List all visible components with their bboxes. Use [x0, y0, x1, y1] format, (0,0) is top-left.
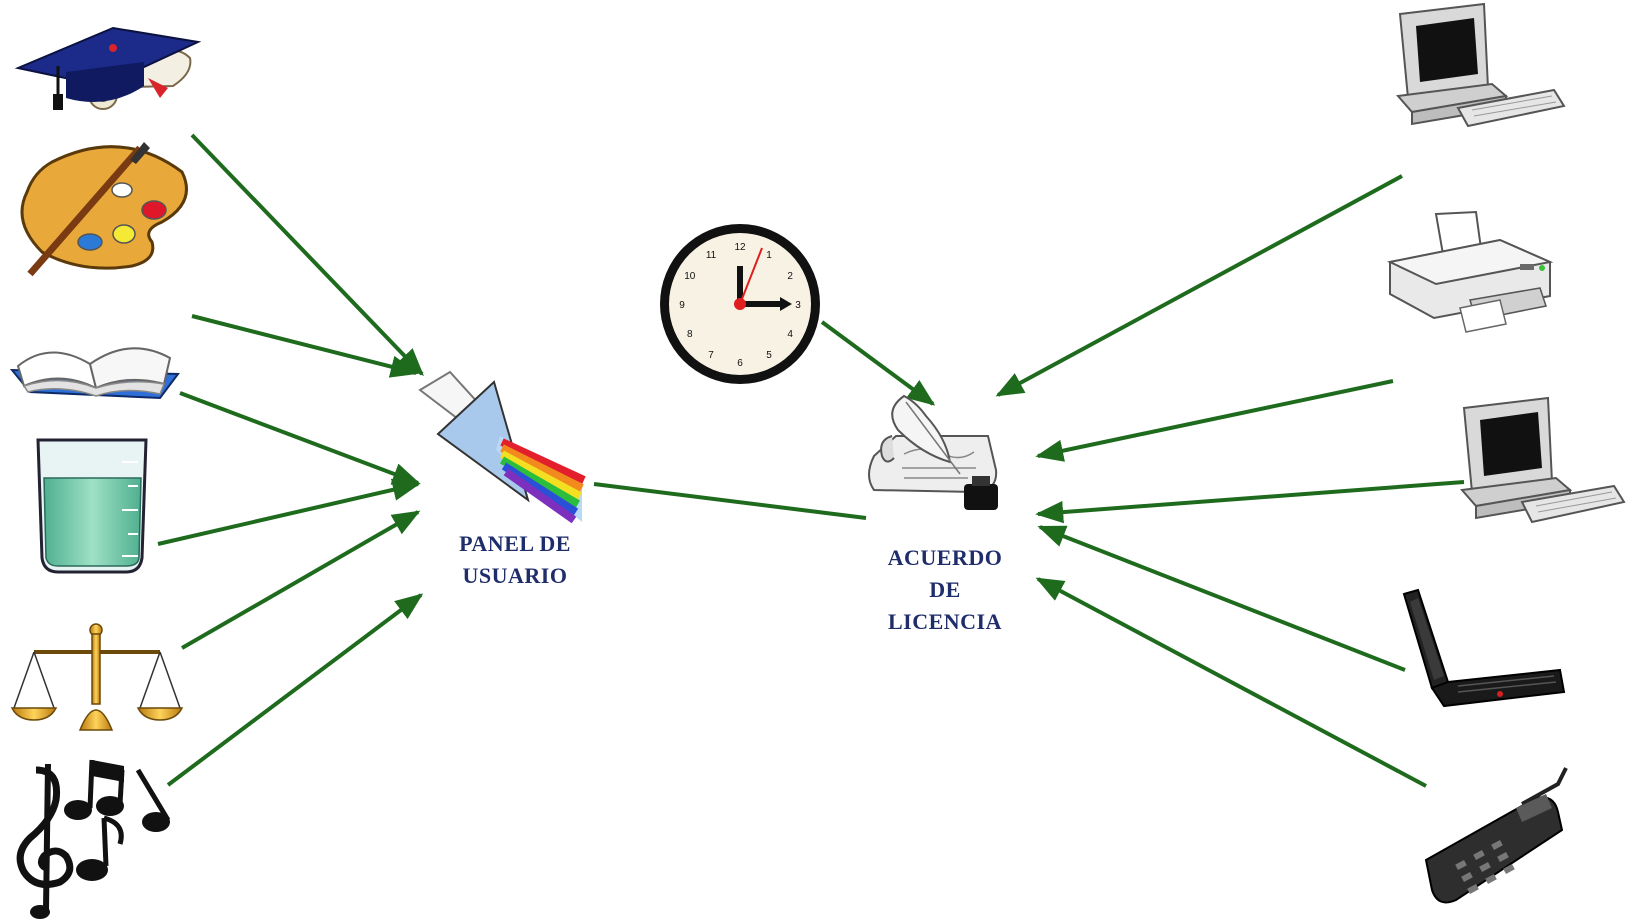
- arrow-computer1-to-license: [995, 174, 1403, 397]
- balance-scale-icon: [10, 623, 184, 731]
- arrow-phone-to-license: [1035, 577, 1427, 788]
- music-notes-icon: [16, 759, 171, 919]
- arrow-laptop-to-license: [1037, 525, 1406, 672]
- acuerdo-label-line-1: ACUERDO: [887, 545, 1003, 570]
- clock-number: 12: [734, 242, 746, 253]
- panel-de-usuario-label: PANEL DE USUARIO: [415, 528, 615, 592]
- acuerdo-de-licencia-label: ACUERDO DE LICENCIA: [860, 542, 1030, 638]
- clock-number: 8: [687, 329, 693, 340]
- desktop-computer-icon: [1460, 396, 1626, 524]
- clock-number: 11: [706, 250, 717, 261]
- license-scroll-icon: [868, 394, 998, 510]
- open-book-icon: [9, 347, 180, 400]
- panel-label-line-2: USUARIO: [462, 563, 568, 588]
- clock-number: 3: [795, 300, 801, 311]
- acuerdo-label-line-3: LICENCIA: [887, 609, 1003, 634]
- arrow-cap-to-panel: [190, 133, 424, 377]
- clock-number: 2: [787, 271, 793, 282]
- prism-icon: [418, 370, 586, 524]
- arrow-printer-to-license: [1035, 379, 1394, 462]
- laptop-icon: [1402, 588, 1566, 708]
- clock-number: 1: [766, 250, 772, 261]
- arrow-clock-to-license: [820, 320, 936, 406]
- clock-number: 10: [684, 271, 696, 282]
- printer-icon: [1386, 210, 1554, 333]
- arrow-scale-to-panel: [181, 510, 421, 650]
- arrow-beaker-to-panel: [157, 478, 421, 546]
- connector-panel-to-license: [593, 482, 867, 520]
- beaker-icon: [36, 438, 148, 574]
- clock-number: 7: [708, 350, 714, 361]
- mobile-phone-icon: [1424, 767, 1568, 904]
- clock-number: 4: [787, 329, 793, 340]
- arrow-computer2-to-license: [1035, 480, 1465, 524]
- acuerdo-label-line-2: DE: [929, 577, 961, 602]
- paint-palette-icon: [20, 142, 188, 277]
- desktop-computer-icon: [1396, 2, 1566, 128]
- arrows: [157, 133, 1465, 788]
- panel-label-line-1: PANEL DE: [459, 531, 571, 556]
- arrow-music-to-panel: [166, 593, 424, 787]
- arrow-book2-to-panel: [179, 391, 421, 485]
- clock-number: 9: [679, 300, 685, 311]
- clock-number: 5: [766, 350, 772, 361]
- clock-number: 6: [737, 358, 743, 369]
- graduation-cap-icon: [14, 26, 202, 110]
- arrow-book-to-panel: [191, 314, 419, 378]
